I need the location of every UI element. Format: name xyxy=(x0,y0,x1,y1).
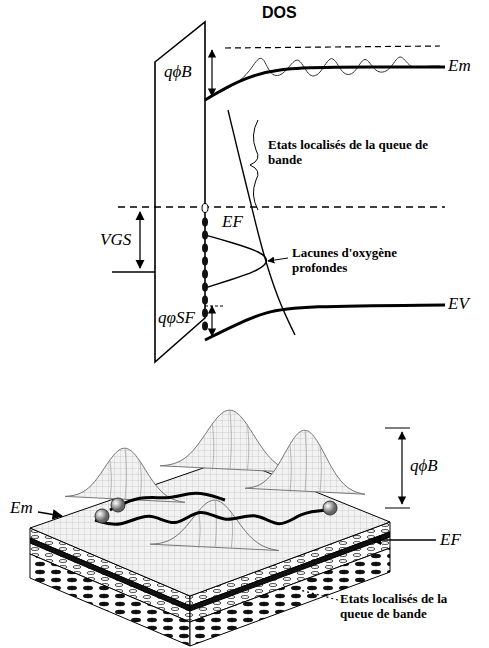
band-label: EF xyxy=(440,530,461,550)
ef-arrow xyxy=(372,539,436,541)
mesh-line xyxy=(320,445,321,492)
electron xyxy=(323,501,337,515)
barrier-arrow xyxy=(401,432,402,504)
mesh-line xyxy=(305,430,306,492)
gate-level xyxy=(112,271,155,273)
barrier-arrow xyxy=(211,50,212,96)
interface-state xyxy=(202,309,208,318)
tail-brace xyxy=(250,120,258,210)
interface-state xyxy=(202,296,208,305)
vacancy-leader xyxy=(268,258,288,261)
vacancy-peak xyxy=(205,235,266,288)
mesh-line xyxy=(231,512,232,548)
oxide-layer xyxy=(155,22,205,362)
mesh-line xyxy=(140,461,141,500)
mesh-line xyxy=(125,448,126,500)
energy-label: qφSF xyxy=(158,308,195,328)
band-label: Em xyxy=(10,498,33,518)
interface-state xyxy=(202,257,208,266)
energy-label: qϕB xyxy=(164,62,192,82)
annotation: Etats localisés de la queue de bande xyxy=(268,138,443,168)
potential-hill xyxy=(245,430,365,494)
mesh-line xyxy=(110,461,111,500)
electron xyxy=(111,498,125,512)
mesh-line xyxy=(290,445,291,492)
percolation-path xyxy=(110,493,225,510)
sf-arrow xyxy=(211,306,212,336)
fermi-level xyxy=(118,206,445,207)
tail-leader xyxy=(300,590,338,600)
interface-state xyxy=(202,270,208,279)
empty-state xyxy=(202,204,208,213)
interface-state xyxy=(202,244,208,253)
annotation: Etats localisés de la queue de bande xyxy=(340,592,480,622)
energy-label: qϕB xyxy=(410,456,438,476)
potential-hill xyxy=(150,500,279,550)
percolation-path xyxy=(95,510,330,524)
electron xyxy=(95,509,109,523)
valence-band xyxy=(205,305,445,340)
axis-label: DOS xyxy=(262,4,297,22)
barrier-bracket xyxy=(385,428,410,508)
voltage-label: VGS xyxy=(100,230,131,250)
sf-ref xyxy=(205,306,225,307)
potential-hill xyxy=(160,410,298,472)
annotation: Lacunes d'oxygène profondes xyxy=(292,246,442,276)
interface-state xyxy=(202,283,208,292)
mesh-line xyxy=(230,410,231,470)
dos-envelope xyxy=(225,46,440,48)
potential-hill xyxy=(65,448,185,502)
band-label: Em xyxy=(448,56,471,76)
vgs-arrow xyxy=(139,212,140,268)
mesh-line xyxy=(199,512,200,548)
interface-state xyxy=(202,231,208,240)
band-label: EF xyxy=(222,212,243,232)
band-label: EV xyxy=(448,294,469,314)
interface-state xyxy=(202,322,208,331)
interface-state xyxy=(202,218,208,227)
em-arrow xyxy=(38,512,62,516)
mesh-line xyxy=(215,500,216,548)
conduction-band xyxy=(205,67,445,100)
mesh-line xyxy=(213,424,214,470)
mesh-line xyxy=(248,424,249,470)
